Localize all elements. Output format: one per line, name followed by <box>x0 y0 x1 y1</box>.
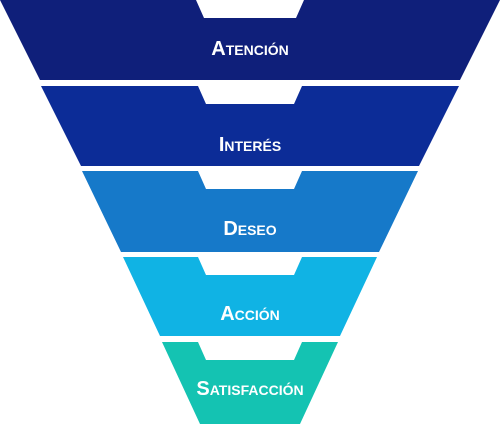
funnel-stage-label: Satisfacción <box>196 378 303 400</box>
funnel-stage-label: Acción <box>220 303 280 325</box>
funnel-stage-label: Interés <box>219 134 281 156</box>
funnel-stage-accion: Acción <box>123 257 377 336</box>
funnel-stage-atencion: Atención <box>0 0 500 80</box>
funnel-band <box>41 86 459 166</box>
funnel-band <box>162 342 338 424</box>
funnel-stage-satisfaccion: Satisfacción <box>162 342 338 424</box>
funnel-stage-interes: Interés <box>41 86 459 166</box>
funnel-stage-label: Deseo <box>223 218 276 240</box>
funnel-stage-deseo: Deseo <box>82 171 418 252</box>
funnel-band <box>0 0 500 80</box>
funnel-band <box>82 171 418 252</box>
funnel-stage-label: Atención <box>211 38 288 60</box>
funnel-band <box>123 257 377 336</box>
